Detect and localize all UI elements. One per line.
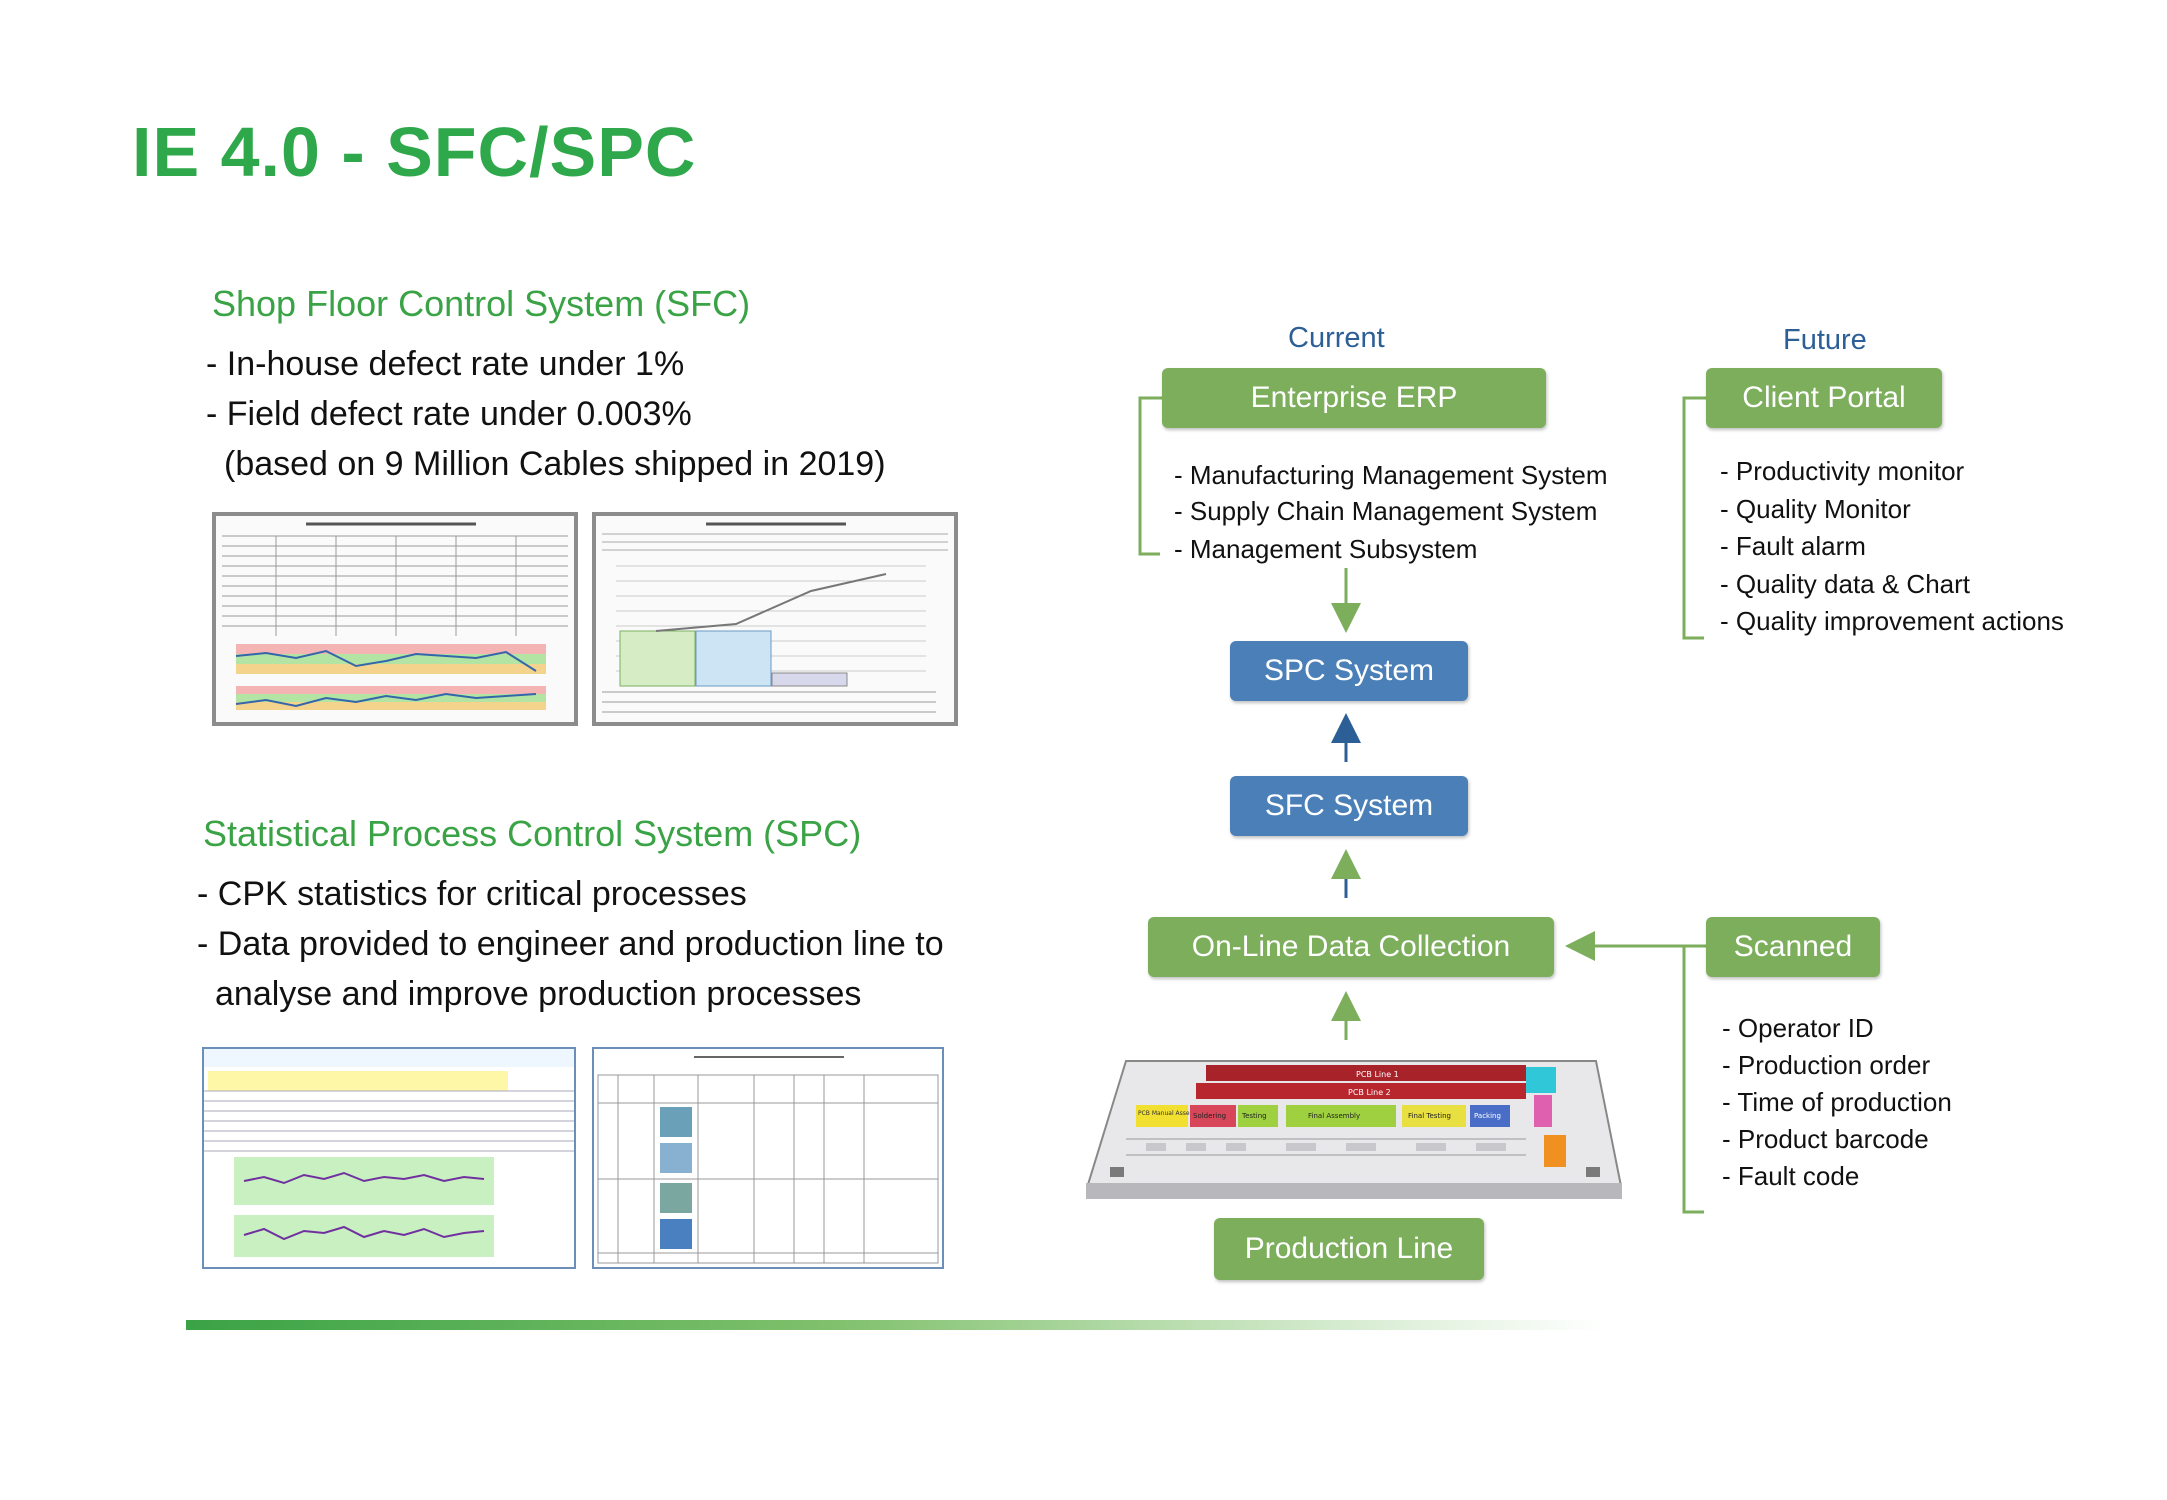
erp-item-2: - Supply Chain Management System (1174, 496, 1598, 526)
footer-gradient-bar (186, 1320, 1606, 1330)
factory-label-final-testing: Final Testing (1408, 1112, 1451, 1120)
factory-label-testing: Testing (1241, 1112, 1267, 1120)
sfc-report-thumbnail-1 (212, 512, 578, 726)
production-line-box: Production Line (1214, 1218, 1484, 1280)
portal-item-5: - Quality improvement actions (1720, 606, 2064, 636)
spc-cpk-report-thumbnail (592, 1047, 944, 1269)
sfc-report-thumbnail-2 (592, 512, 958, 726)
spc-xr-chart-thumbnail (202, 1047, 576, 1269)
spc-bullet-2: - Data provided to engineer and producti… (197, 925, 944, 963)
factory-label-soldering: Soldering (1193, 1112, 1226, 1120)
spc-heading: Statistical Process Control System (SPC) (203, 813, 862, 854)
online-data-collection-box: On-Line Data Collection (1148, 917, 1554, 977)
page-title: IE 4.0 - SFC/SPC (132, 113, 697, 191)
future-column-label: Future (1783, 324, 1867, 356)
factory-label-final-assembly: Final Assembly (1308, 1112, 1360, 1120)
current-column-label: Current (1288, 322, 1385, 354)
erp-item-1: - Manufacturing Management System (1174, 460, 1608, 490)
scanned-item-3: - Time of production (1722, 1087, 1952, 1117)
spc-system-box: SPC System (1230, 641, 1468, 701)
sfc-bullet-1: - In-house defect rate under 1% (206, 345, 685, 383)
spc-bullet-1: - CPK statistics for critical processes (197, 875, 747, 913)
factory-label-pcb-line-1: PCB Line 1 (1356, 1070, 1399, 1079)
portal-item-3: - Fault alarm (1720, 531, 1866, 561)
enterprise-erp-box: Enterprise ERP (1162, 368, 1546, 428)
portal-item-2: - Quality Monitor (1720, 494, 1911, 524)
factory-label-pcb-line-2: PCB Line 2 (1348, 1088, 1391, 1097)
sfc-bullet-3: (based on 9 Million Cables shipped in 20… (224, 445, 886, 483)
factory-label-packing: Packing (1474, 1112, 1501, 1120)
scanned-item-2: - Production order (1722, 1050, 1931, 1080)
sfc-heading: Shop Floor Control System (SFC) (212, 283, 751, 324)
sfc-bullet-2: - Field defect rate under 0.003% (206, 395, 692, 433)
erp-item-3: - Management Subsystem (1174, 534, 1478, 564)
factory-floor-illustration: PCB Line 1 PCB Line 2 PCB Manual Assembl… (1084, 1055, 1624, 1199)
scanned-box: Scanned (1706, 917, 1880, 977)
scanned-item-1: - Operator ID (1722, 1013, 1874, 1043)
client-portal-box: Client Portal (1706, 368, 1942, 428)
factory-label-pcb-manual-assembly: PCB Manual Assembly (1138, 1110, 1205, 1117)
scanned-item-4: - Product barcode (1722, 1124, 1929, 1154)
spc-bullet-3: analyse and improve production processes (215, 975, 862, 1013)
scanned-item-5: - Fault code (1722, 1161, 1860, 1191)
portal-item-4: - Quality data & Chart (1720, 569, 1970, 599)
sfc-system-box: SFC System (1230, 776, 1468, 836)
portal-item-1: - Productivity monitor (1720, 456, 1965, 486)
